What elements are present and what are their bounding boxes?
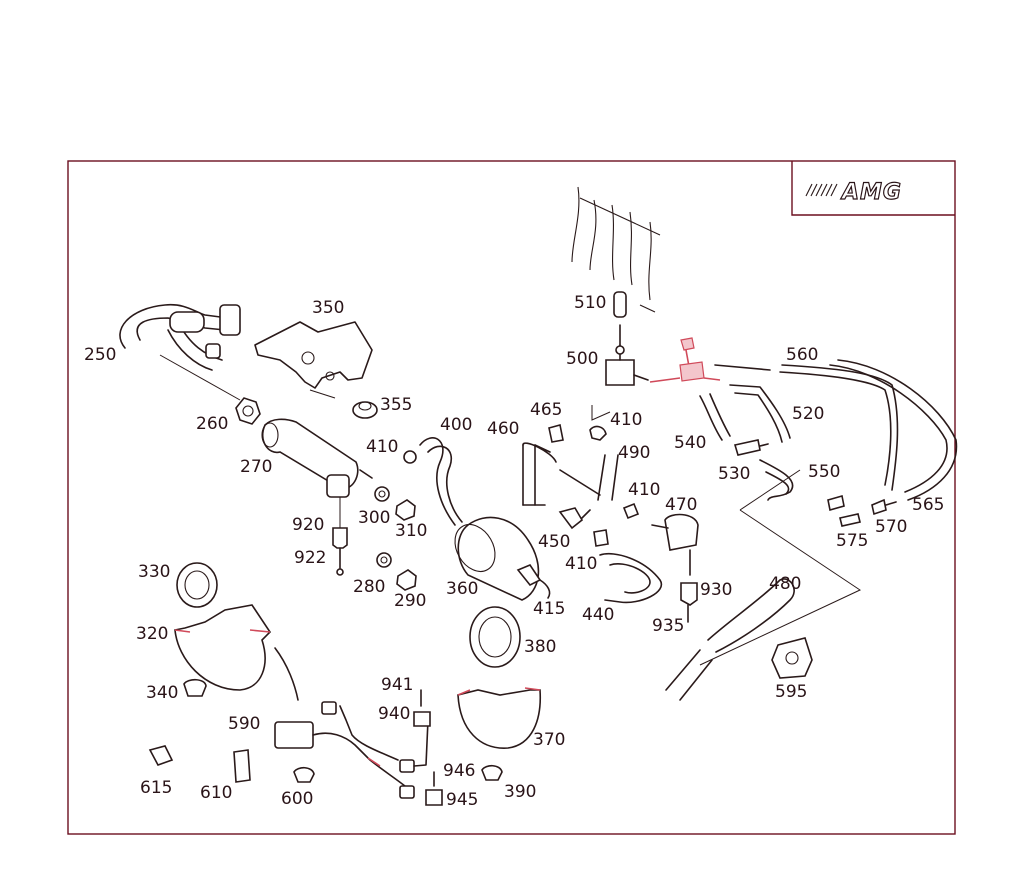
left-clamp-assembly <box>174 562 299 701</box>
clips-group <box>548 405 640 520</box>
callout-615: 615 <box>140 778 172 798</box>
engine-outline <box>571 186 661 313</box>
wiring-harness <box>274 689 443 806</box>
callout-530: 530 <box>718 464 750 484</box>
callout-250: 250 <box>84 345 116 365</box>
part-260-gasket <box>235 397 261 425</box>
callout-946: 946 <box>443 761 475 781</box>
callout-520: 520 <box>792 404 824 424</box>
callout-490: 490 <box>618 443 650 463</box>
part-highlighted-valve <box>649 337 721 383</box>
callout-340: 340 <box>146 683 178 703</box>
center-clamp-assembly <box>457 606 542 781</box>
callout-510: 510 <box>574 293 606 313</box>
right-hoses <box>699 359 958 501</box>
callout-310: 310 <box>395 521 427 541</box>
part-270-pump <box>261 418 417 498</box>
callout-590: 590 <box>228 714 260 734</box>
callout-355: 355 <box>380 395 412 415</box>
callout-370: 370 <box>533 730 565 750</box>
callout-410-b: 410 <box>610 410 642 430</box>
callout-540: 540 <box>674 433 706 453</box>
part-400-hose <box>419 437 463 526</box>
callout-270: 270 <box>240 457 272 477</box>
small-hardware <box>374 486 417 591</box>
part-350-bracket <box>254 321 373 399</box>
callout-941: 941 <box>381 675 413 695</box>
callout-570: 570 <box>875 517 907 537</box>
part-360-filter <box>454 516 551 601</box>
callout-360: 360 <box>446 579 478 599</box>
callout-480: 480 <box>769 574 801 594</box>
small-fittings <box>733 439 897 527</box>
callout-460: 460 <box>487 419 519 439</box>
callout-400: 400 <box>440 415 472 435</box>
callout-330: 330 <box>138 562 170 582</box>
callout-600: 600 <box>281 789 313 809</box>
callout-260: 260 <box>196 414 228 434</box>
part-470-actuator <box>651 513 699 623</box>
callout-labels: 250 260 270 280 290 300 310 320 330 340 … <box>84 293 944 810</box>
callout-290: 290 <box>394 591 426 611</box>
callout-565: 565 <box>912 495 944 515</box>
part-250-pipe <box>119 303 241 401</box>
part-355-nut <box>352 401 378 419</box>
bottom-left-parts <box>148 745 315 783</box>
callout-465: 465 <box>530 400 562 420</box>
callout-450: 450 <box>538 532 570 552</box>
callout-415: 415 <box>533 599 565 619</box>
callout-935: 935 <box>652 616 684 636</box>
part-480-hose <box>665 469 862 701</box>
callout-945: 945 <box>446 790 478 810</box>
callout-350: 350 <box>312 298 344 318</box>
callout-922: 922 <box>294 548 326 568</box>
part-595-mount <box>771 637 813 679</box>
callout-595: 595 <box>775 682 807 702</box>
callout-320: 320 <box>136 624 168 644</box>
callout-610: 610 <box>200 783 232 803</box>
callout-380: 380 <box>524 637 556 657</box>
callout-410-d: 410 <box>565 554 597 574</box>
callout-575: 575 <box>836 531 868 551</box>
callout-280: 280 <box>353 577 385 597</box>
callout-300: 300 <box>358 508 390 528</box>
callout-390: 390 <box>504 782 536 802</box>
amg-logo-text: AMG <box>840 180 902 205</box>
callout-560: 560 <box>786 345 818 365</box>
callout-500: 500 <box>566 349 598 369</box>
callout-550: 550 <box>808 462 840 482</box>
callout-940: 940 <box>378 704 410 724</box>
part-920-connector <box>332 497 348 576</box>
callout-440: 440 <box>582 605 614 625</box>
callout-410-a: 410 <box>366 437 398 457</box>
center-hoses <box>522 442 663 604</box>
callout-470: 470 <box>665 495 697 515</box>
diagram-frame <box>67 160 956 835</box>
amg-logo: AMG <box>791 161 955 216</box>
callout-930: 930 <box>700 580 732 600</box>
callout-410-c: 410 <box>628 480 660 500</box>
callout-920: 920 <box>292 515 324 535</box>
part-500-regulator <box>605 291 649 386</box>
